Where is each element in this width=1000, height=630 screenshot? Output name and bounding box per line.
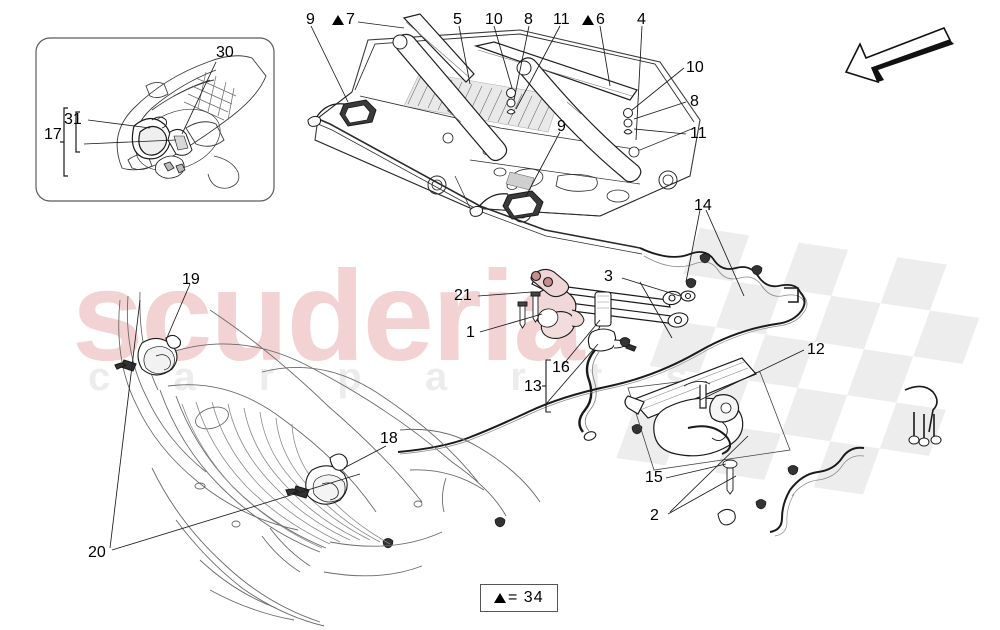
legend-box: = 34: [480, 584, 558, 612]
washer-fluid-reservoir: [624, 357, 791, 495]
callout-4: 4: [637, 11, 646, 28]
callout-18: 18: [380, 430, 398, 447]
callout-8-right: 8: [690, 93, 699, 110]
inset-callout-30: 30: [216, 44, 234, 61]
callout-19: 19: [182, 271, 200, 288]
triangle-marker-icon: [332, 15, 344, 25]
callout-16: 16: [552, 359, 570, 376]
inset-callout-17: 17: [44, 126, 62, 143]
headlamp-washer-nozzle-right: [285, 453, 348, 505]
callout-10-right: 10: [686, 59, 704, 76]
inset-detail-box: [35, 37, 275, 202]
legend-text: = 34: [508, 589, 544, 606]
callout-11-right: 11: [690, 125, 707, 142]
callout-9-top: 9: [306, 11, 315, 28]
triangle-marker-icon: [582, 15, 594, 25]
callout-1: 1: [466, 324, 475, 341]
callout-9-cowl: 9: [557, 118, 566, 135]
callout-2: 2: [650, 507, 659, 524]
bracket-13: [542, 359, 551, 413]
callout-20: 20: [88, 544, 106, 561]
washer-tube-manifold: [382, 247, 808, 549]
callout-5: 5: [453, 11, 462, 28]
callout-8-top: 8: [524, 11, 533, 28]
vehicle-front-reference: [118, 291, 541, 627]
callout-6-triangle: 6: [582, 12, 605, 28]
orientation-arrow-shape: [844, 26, 954, 84]
callout-13: 13: [524, 378, 542, 395]
callout-10-top: 10: [485, 11, 503, 28]
leader-lines: [109, 21, 805, 551]
callout-21: 21: [454, 287, 472, 304]
callout-12: 12: [807, 341, 825, 358]
callout-3: 3: [604, 268, 613, 285]
legend-triangle-icon: [494, 593, 506, 603]
callout-11-top: 11: [553, 11, 570, 28]
callout-15: 15: [645, 469, 663, 486]
inset-callout-31: 31: [64, 111, 82, 128]
wiper-arms: [392, 13, 642, 183]
washer-jet-nozzles: [307, 99, 544, 220]
right-tube-branch: [904, 385, 942, 447]
headlamp-washer-nozzle-left: [114, 334, 182, 376]
cowl-panel: [314, 29, 701, 255]
callout-7-triangle: 7: [332, 12, 355, 28]
callout-14: 14: [694, 197, 712, 214]
wiper-linkage-assembly: [517, 268, 696, 339]
washer-fluid-hose: [717, 446, 865, 537]
